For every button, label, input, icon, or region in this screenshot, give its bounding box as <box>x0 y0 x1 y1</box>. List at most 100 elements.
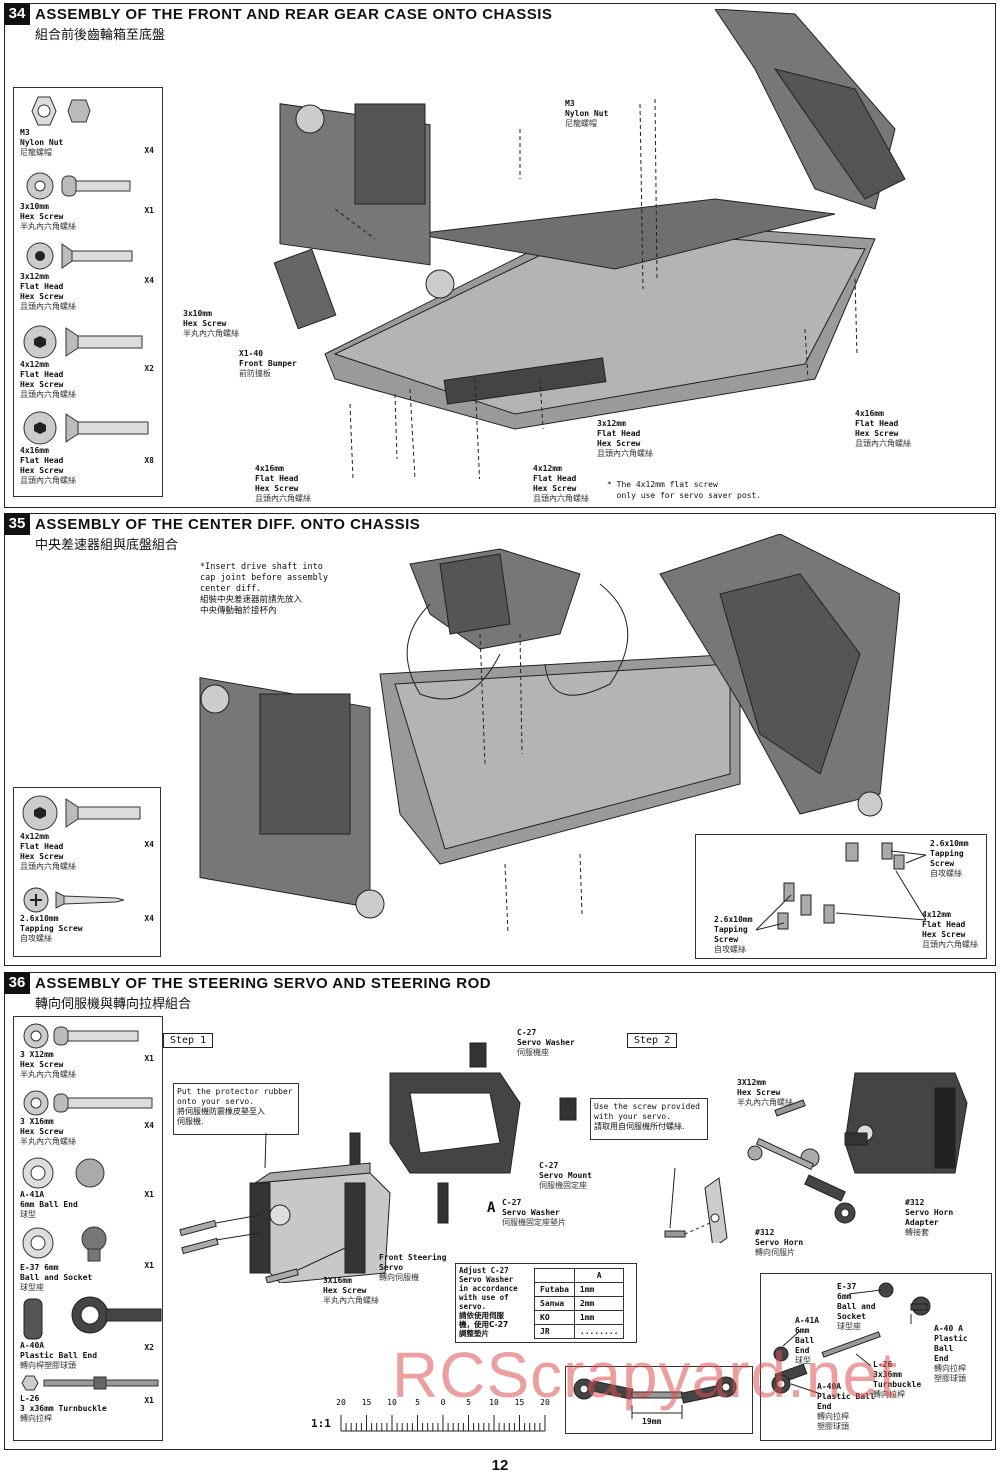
callout-c27-washer-a: C-27 Servo Washer 伺服機固定座墊片 <box>502 1198 566 1227</box>
quantity: X1 <box>144 206 154 215</box>
flat-head-screw-icon <box>23 411 149 445</box>
callout-c27-washer: C-27 Servo Washer 伺服機座 <box>517 1028 575 1057</box>
part-item: 3 X12mm Hex Screw 半丸內六角螺絲 X1 <box>20 1022 160 1080</box>
part-item: 3 X16mm Hex Screw 半丸內六角螺絲 X4 <box>20 1089 160 1147</box>
center-diff-drawing <box>199 534 900 935</box>
hex-screw-icon <box>23 1023 139 1049</box>
section-34: 34 ASSEMBLY OF THE FRONT AND REAR GEAR C… <box>4 3 996 508</box>
quantity: X2 <box>144 1343 154 1352</box>
screw-detail-drawing <box>755 842 927 931</box>
quantity: X1 <box>144 1261 154 1270</box>
ruler-tick-label: 10 <box>489 1398 499 1407</box>
rod-length-box: 19mm <box>565 1366 753 1434</box>
part-item: L-26 3 x36mm Turnbuckle 轉向拉桿 X1 <box>20 1372 160 1424</box>
callout-a41a: A-41A 6mm Ball End 球型 <box>795 1316 820 1365</box>
turnbuckle-icon <box>21 1375 159 1391</box>
rubber-note-box: Put the protector rubber onto your servo… <box>173 1083 299 1135</box>
step-subtitle: 中央差速器組與底盤組合 <box>35 538 179 553</box>
quantity: X1 <box>144 1190 154 1199</box>
ruler-tick-label: 15 <box>362 1398 372 1407</box>
quantity: X1 <box>144 1054 154 1063</box>
part-item: 3x12mm Flat Head Hex Screw 且頭內六角螺絲 X4 <box>20 240 160 312</box>
hex-screw-icon <box>23 1090 153 1116</box>
flat-head-screw-icon <box>22 795 141 831</box>
page-number: 12 <box>491 1457 509 1474</box>
callout-c27-mount: C-27 Servo Mount 伺服機固定座 <box>539 1161 592 1190</box>
step-title: ASSEMBLY OF THE CENTER DIFF. ONTO CHASSI… <box>35 516 421 533</box>
step2-tag: Step 2 <box>627 1033 678 1048</box>
hex-screw-icon <box>26 172 131 200</box>
ruler-tick-label: 15 <box>515 1398 525 1407</box>
step-number: 36 <box>4 972 30 994</box>
part-item: 4x16mm Flat Head Hex Screw 且頭內六角螺絲 X8 <box>20 410 160 486</box>
part-item: 2.6x10mm Tapping Screw 自攻螺絲 X4 <box>20 886 160 944</box>
ruler-tick-label: 20 <box>336 1398 346 1407</box>
callout-horn-adapter: #312 Servo Horn Adapter 轉接套 <box>905 1198 954 1237</box>
callout-4x12-flat: 4x12mm Flat Head Hex Screw 且頭內六角螺絲 <box>922 910 978 949</box>
callout-front-bumper: X1-40 Front Bumper 前防撞板 <box>239 349 297 378</box>
screw-note-box: Use the screw provided with your servo. … <box>590 1098 708 1140</box>
callout-a40a-right: A-40 A Plastic Ball End 轉向拉桿 塑膠球頭 <box>934 1324 968 1383</box>
screw-detail-box: 2.6x10mm Tapping Screw 自攻螺絲 2.6x10mm Tap… <box>695 834 987 959</box>
ruler-tick-label: 10 <box>387 1398 397 1407</box>
callout-front-servo: Front Steering Servo 轉向伺服機 <box>379 1253 447 1282</box>
step-subtitle: 組合前後齒輪箱至底盤 <box>35 28 166 43</box>
callout-3x12-flat: 3x12mm Flat Head Hex Screw 且頭內六角螺絲 <box>597 419 653 458</box>
watermark: RCScrapyard.net <box>392 1339 898 1411</box>
part-item: E-37 6mm Ball and Socket 球型座 X1 <box>20 1223 160 1293</box>
drive-shaft-note: *Insert drive shaft into cap joint befor… <box>200 562 328 616</box>
callout-4x12-flat: 4x12mm Flat Head Hex Screw 且頭內六角螺絲 <box>533 464 589 503</box>
dimension-a-letter: A <box>487 1200 496 1216</box>
parts-list: 4x12mm Flat Head Hex Screw 且頭內六角螺絲 X4 2.… <box>13 787 161 957</box>
quantity: X4 <box>144 1121 154 1130</box>
part-item: A-40A Plastic Ball End 轉向桿塑膠球頭 X2 <box>20 1295 162 1371</box>
ruler-tick-label: 0 <box>441 1398 446 1407</box>
rod-length-label: 19mm <box>642 1417 662 1426</box>
steering-rod-drawing <box>771 1282 931 1395</box>
parts-list: M3 Nylon Nut 尼龍螺帽 X4 3x10mm Hex Screw 半丸… <box>13 87 163 497</box>
callout-servo-horn: #312 Servo Horn 轉向伺服片 <box>755 1228 804 1257</box>
section-35: 35 ASSEMBLY OF THE CENTER DIFF. ONTO CHA… <box>4 513 996 966</box>
plastic-ball-end-icon <box>23 1296 162 1340</box>
part-item: A-41A 6mm Ball End 球型 X1 <box>20 1156 160 1220</box>
callout-3x16-hex: 3X16mm Hex Screw 半丸內六角螺絲 <box>323 1276 379 1305</box>
step-title: ASSEMBLY OF THE STEERING SERVO AND STEER… <box>35 975 492 992</box>
callout-nylon-nut: M3 Nylon Nut 尼龍螺帽 <box>565 99 609 128</box>
callout-4x16-right: 4x16mm Flat Head Hex Screw 且頭內六角螺絲 <box>855 409 911 448</box>
ruler-scale: 1:1 <box>311 1417 331 1430</box>
callout-4x16-left: 4x16mm Flat Head Hex Screw 且頭內六角螺絲 <box>255 464 311 503</box>
tapping-screw-icon <box>23 887 125 913</box>
quantity: X4 <box>144 914 154 923</box>
nylon-nut-icon <box>31 96 91 126</box>
step1-tag: Step 1 <box>163 1033 214 1048</box>
table-row: JR........ <box>534 1324 625 1339</box>
callout-e37: E-37 6mm Ball and Socket 球型座 <box>837 1282 876 1331</box>
quantity: X4 <box>144 146 154 155</box>
callout-l26: L-26 3x36mm Turnbuckle 轉向拉桿 <box>873 1360 922 1399</box>
part-item: 3x10mm Hex Screw 半丸內六角螺絲 X1 <box>20 170 160 232</box>
part-item: 4x12mm Flat Head Hex Screw 且頭內六角螺絲 X4 <box>20 794 160 872</box>
ball-socket-icon <box>22 1226 107 1262</box>
steering-rod-detail-box: E-37 6mm Ball and Socket 球型座 A-41A 6mm B… <box>760 1273 992 1441</box>
callout-hex-screw: 3x10mm Hex Screw 半丸內六角螺絲 <box>183 309 239 338</box>
part-item: M3 Nylon Nut 尼龍螺帽 X4 <box>20 94 160 158</box>
servo-saver-note: * The 4x12mm flat screw only use for ser… <box>607 480 762 500</box>
callout-tapping-top: 2.6x10mm Tapping Screw 自攻螺絲 <box>930 839 969 878</box>
ruler-tick-label: 20 <box>540 1398 550 1407</box>
ruler-tick-label: 5 <box>466 1398 471 1407</box>
quantity: X2 <box>144 364 154 373</box>
parts-list: 3 X12mm Hex Screw 半丸內六角螺絲 X1 3 X16mm Hex… <box>13 1016 163 1441</box>
step-title: ASSEMBLY OF THE FRONT AND REAR GEAR CASE… <box>35 6 553 23</box>
step-number: 35 <box>4 513 30 535</box>
step-number: 34 <box>4 3 30 25</box>
quantity: X1 <box>144 1396 154 1405</box>
servo-mount-drawing <box>179 1042 577 1283</box>
quantity: X4 <box>144 840 154 849</box>
ruler-tick-label: 5 <box>415 1398 420 1407</box>
chassis-assembly-drawing <box>273 9 906 479</box>
flat-head-screw-icon <box>26 242 133 270</box>
